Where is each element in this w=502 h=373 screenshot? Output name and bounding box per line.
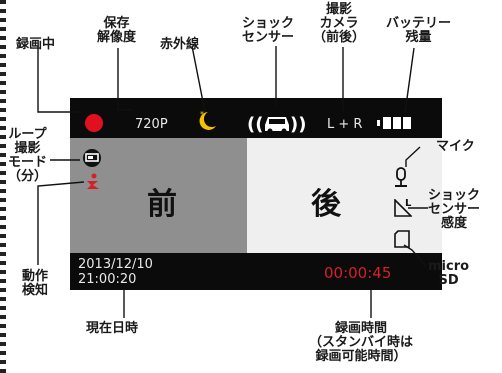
record-dot-icon <box>85 114 103 132</box>
sensitivity-icon <box>394 199 412 217</box>
record-time-label: 録画時間（スタンバイ時は録画可能時間） <box>309 321 414 364</box>
sd-card-icon <box>394 230 410 248</box>
svg-text:*: * <box>200 110 204 119</box>
mic-label: マイク <box>436 139 475 154</box>
rear-label: 後 <box>311 187 341 222</box>
infrared-label: 赤外線 <box>160 37 200 52</box>
current-time: 21:00:20 <box>78 272 137 287</box>
current-date: 2013/12/10 <box>78 257 153 272</box>
sensitivity-label: ショックセンサー感度 <box>428 188 481 231</box>
resolution-value: 720P <box>135 117 168 132</box>
motion-detect-icon <box>87 173 99 189</box>
microphone-icon <box>395 167 407 187</box>
loop-mode-label: ループ撮影モード（分） <box>8 127 48 184</box>
battery-icon <box>377 117 411 129</box>
datetime-label: 現在日時 <box>86 321 139 336</box>
recording-label: 録画中 <box>16 37 56 52</box>
svg-text:)): )) <box>290 114 306 135</box>
motion-detect-label: 動作検知 <box>22 269 49 298</box>
svg-text:((: (( <box>247 114 263 135</box>
front-label: 前 <box>147 187 177 222</box>
loop-record-icon <box>83 149 101 167</box>
sensitivity-mark: L <box>405 198 412 209</box>
page-edge-dashes <box>0 0 6 373</box>
resolution-label: 保存解像度 <box>97 16 137 45</box>
shock-sensor-car-icon: (( )) <box>247 114 306 135</box>
shock-sensor-label: ショックセンサー <box>242 16 295 45</box>
camera-label: 撮影カメラ（前後） <box>313 2 366 45</box>
battery-label: バッテリー残量 <box>386 16 452 45</box>
camera-value: L + R <box>327 117 363 132</box>
moon-icon: * <box>199 110 216 130</box>
record-counter: 00:00:45 <box>324 264 392 282</box>
